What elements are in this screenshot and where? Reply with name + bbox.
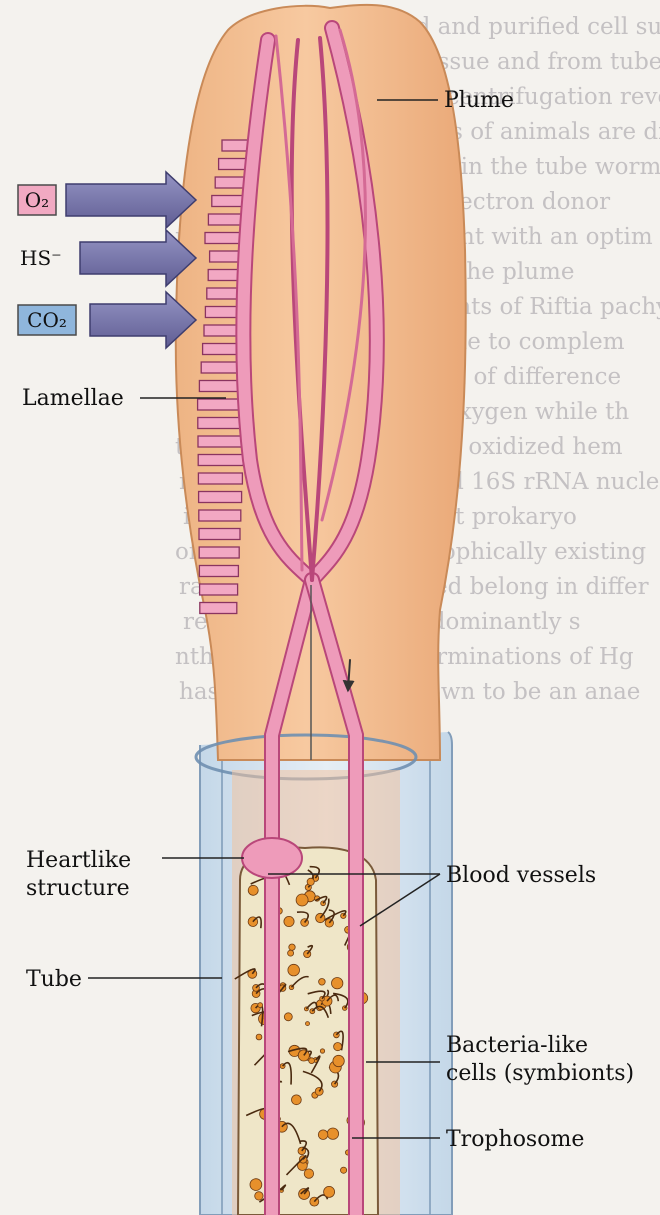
symbiont-cell bbox=[320, 1049, 324, 1053]
symbiont-cell bbox=[296, 894, 308, 906]
lamella bbox=[199, 529, 240, 540]
lamella bbox=[199, 566, 238, 577]
bacteria-label-line2: cells (symbionts) bbox=[446, 1061, 634, 1086]
heartlike-structure bbox=[242, 838, 302, 878]
symbiont-cell bbox=[289, 944, 295, 950]
heartlike-label-line1: Heartlike bbox=[26, 848, 131, 873]
lamella bbox=[200, 603, 237, 614]
symbiont-cell bbox=[309, 1058, 315, 1064]
symbiont-cell bbox=[333, 1055, 344, 1066]
lamella bbox=[198, 473, 242, 484]
hs-label: HS⁻ bbox=[20, 246, 62, 270]
symbiont-cell bbox=[284, 916, 294, 926]
lamella bbox=[198, 418, 245, 429]
symbiont-cell bbox=[306, 1022, 310, 1026]
symbiont-cell bbox=[334, 1043, 342, 1051]
symbiont-cell bbox=[248, 885, 258, 895]
lamella bbox=[198, 455, 243, 466]
symbiont-cell bbox=[292, 1095, 302, 1105]
gas-arrows bbox=[66, 172, 196, 348]
bacteria-label-line1: Bacteria-like bbox=[446, 1033, 588, 1058]
symbiont-cell bbox=[284, 1013, 292, 1021]
lamella bbox=[199, 510, 241, 521]
symbiont-cell bbox=[288, 950, 294, 956]
lamella bbox=[198, 436, 244, 447]
symbiont-cell bbox=[324, 1186, 335, 1197]
symbiont-cell bbox=[250, 1179, 262, 1191]
symbiont-cell bbox=[256, 1034, 262, 1040]
trophosome-label: Trophosome bbox=[446, 1127, 584, 1152]
lamellae-label: Lamellae bbox=[22, 386, 124, 411]
symbiont-cell bbox=[288, 964, 300, 976]
tube-label: Tube bbox=[26, 967, 82, 992]
lamella bbox=[200, 584, 238, 595]
o2-label: O₂ bbox=[25, 188, 49, 212]
lamella bbox=[199, 492, 242, 503]
o2-arrow bbox=[66, 172, 196, 228]
plume-label: Plume bbox=[444, 88, 514, 113]
blood-vessels-label: Blood vessels bbox=[446, 863, 596, 888]
symbiont-cell bbox=[319, 979, 326, 986]
symbiont-cell bbox=[307, 878, 314, 885]
symbiont-cell bbox=[341, 1167, 347, 1173]
co2-label: CO₂ bbox=[27, 308, 67, 332]
symbiont-cell bbox=[304, 1169, 313, 1178]
heartlike-label-line2: structure bbox=[26, 876, 130, 901]
symbiont-cell bbox=[318, 1130, 328, 1140]
symbiont-cell bbox=[258, 1003, 263, 1008]
symbiont-cell bbox=[327, 1128, 338, 1139]
symbiont-cell bbox=[332, 978, 343, 989]
symbiont-cell bbox=[255, 1192, 263, 1200]
lamella bbox=[199, 547, 239, 558]
